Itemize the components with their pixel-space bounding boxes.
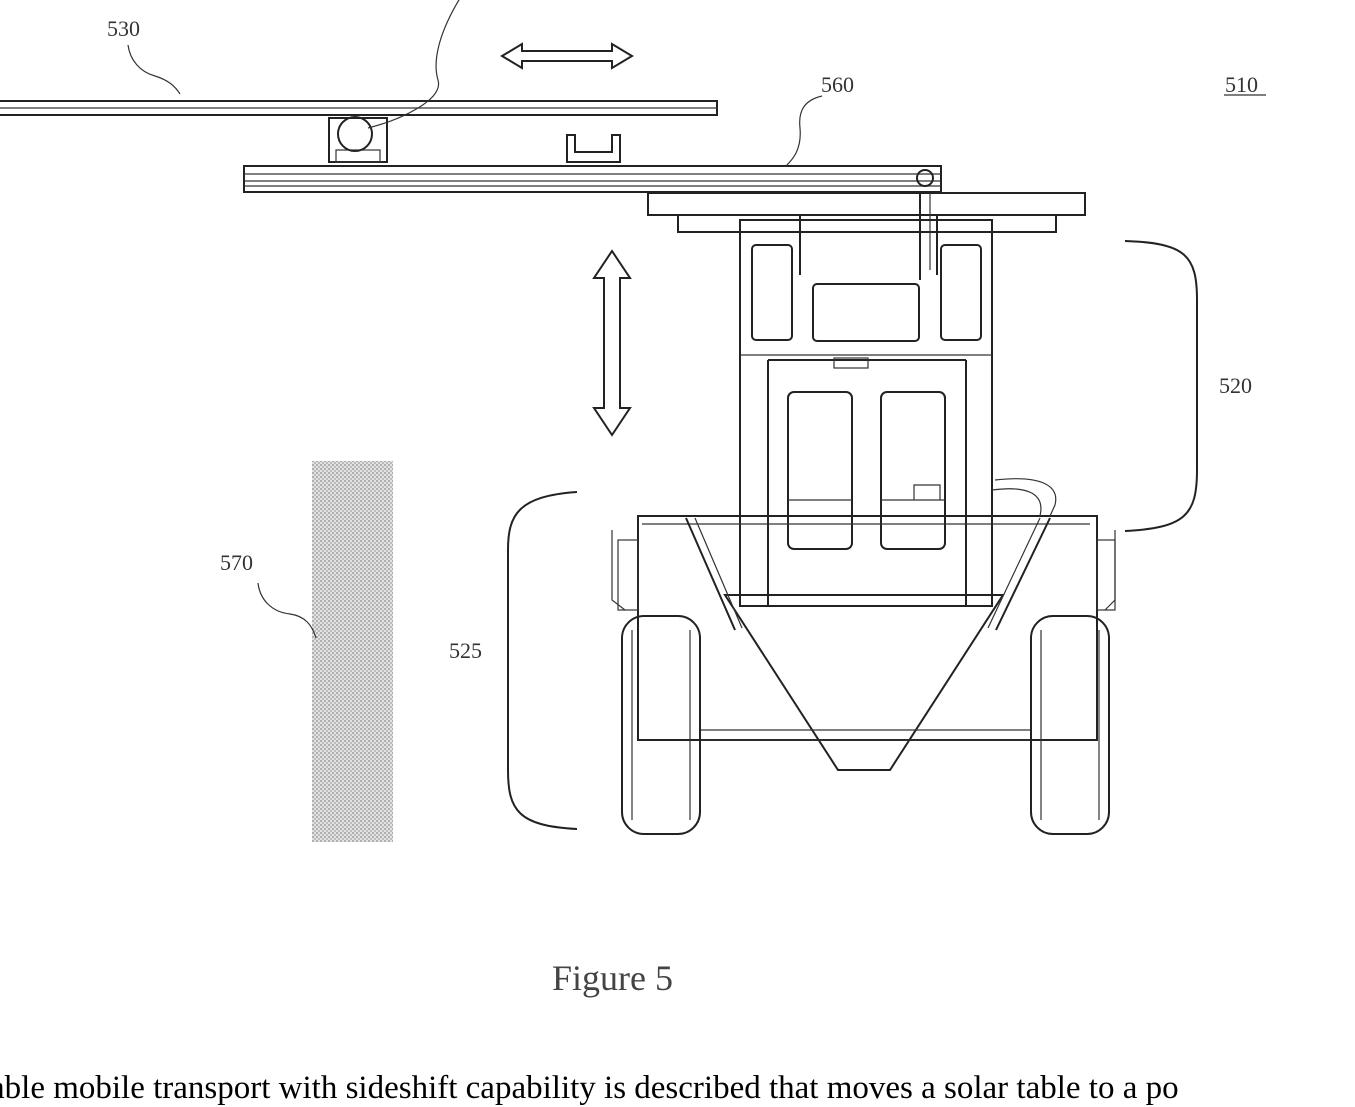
rail-roller (329, 117, 387, 162)
ref-label-560: 560 (821, 72, 854, 97)
rail-bracket (567, 135, 620, 162)
ref-label-525: 525 (449, 638, 482, 663)
ground-post (312, 461, 393, 842)
left-wheel (622, 616, 700, 834)
ref-label-570: 570 (220, 550, 253, 575)
abstract-text: able mobile transport with sideshift cap… (0, 1070, 1179, 1107)
vehicle-chassis (612, 479, 1115, 770)
sideshift-beam (244, 166, 941, 192)
lead-line-560 (786, 96, 822, 166)
solar-table-rail (0, 101, 717, 115)
vehicle-mast (740, 220, 992, 606)
bracket-520 (1125, 241, 1197, 531)
figure-caption: Figure 5 (552, 958, 673, 998)
ref-label-530: 530 (107, 16, 140, 41)
lead-line-roller (368, 0, 462, 128)
ref-label-520: 520 (1219, 373, 1252, 398)
ref-label-510: 510 (1225, 72, 1258, 97)
bracket-525 (508, 492, 577, 829)
lift-platform (648, 193, 1085, 280)
lead-line-570 (258, 583, 316, 638)
horizontal-arrow (502, 44, 632, 68)
vertical-arrow (594, 251, 630, 435)
lead-line-530 (128, 45, 180, 94)
